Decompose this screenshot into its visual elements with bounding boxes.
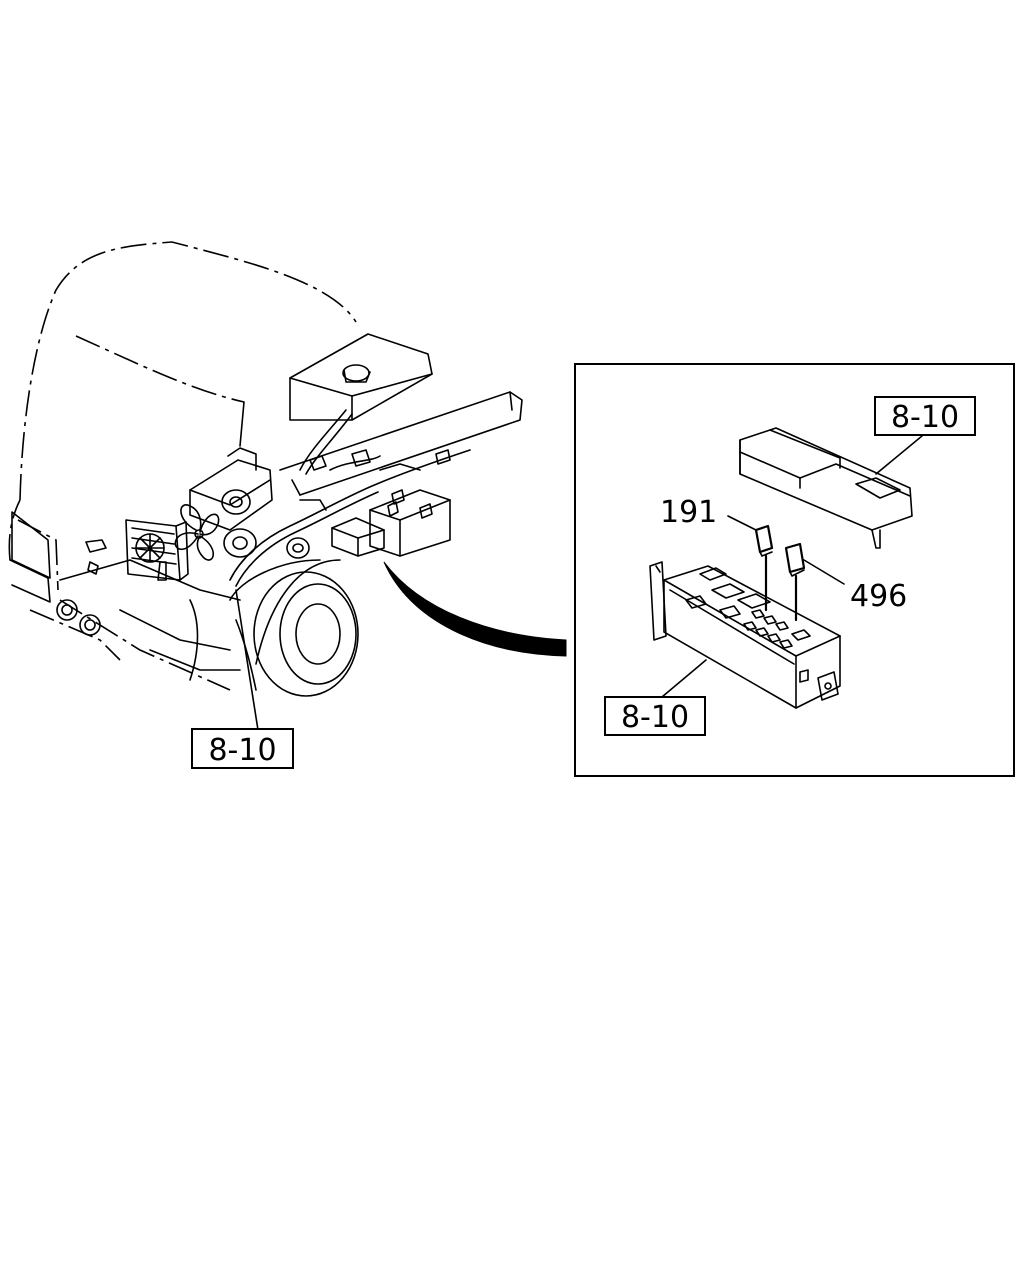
detail-pointer-arrow xyxy=(383,561,567,657)
relay-496 xyxy=(784,542,845,622)
vehicle-overview xyxy=(8,241,567,731)
relay-191 xyxy=(727,515,774,612)
main-ref-label: 8-10 xyxy=(208,733,276,768)
detail-box-callout: 8-10 xyxy=(604,696,706,736)
fan-blades xyxy=(174,504,220,561)
relay-496-label: 496 xyxy=(850,579,907,614)
fuse-box-cover xyxy=(739,427,913,549)
detail-inset xyxy=(574,363,1015,777)
fuse-box-base xyxy=(649,561,841,709)
detail-cover-callout: 8-10 xyxy=(874,396,976,436)
main-ref-callout: 8-10 xyxy=(191,728,294,769)
detail-cover-ref-label: 8-10 xyxy=(891,400,959,435)
detail-box-ref-label: 8-10 xyxy=(621,700,689,735)
relay-191-label: 191 xyxy=(660,495,717,530)
